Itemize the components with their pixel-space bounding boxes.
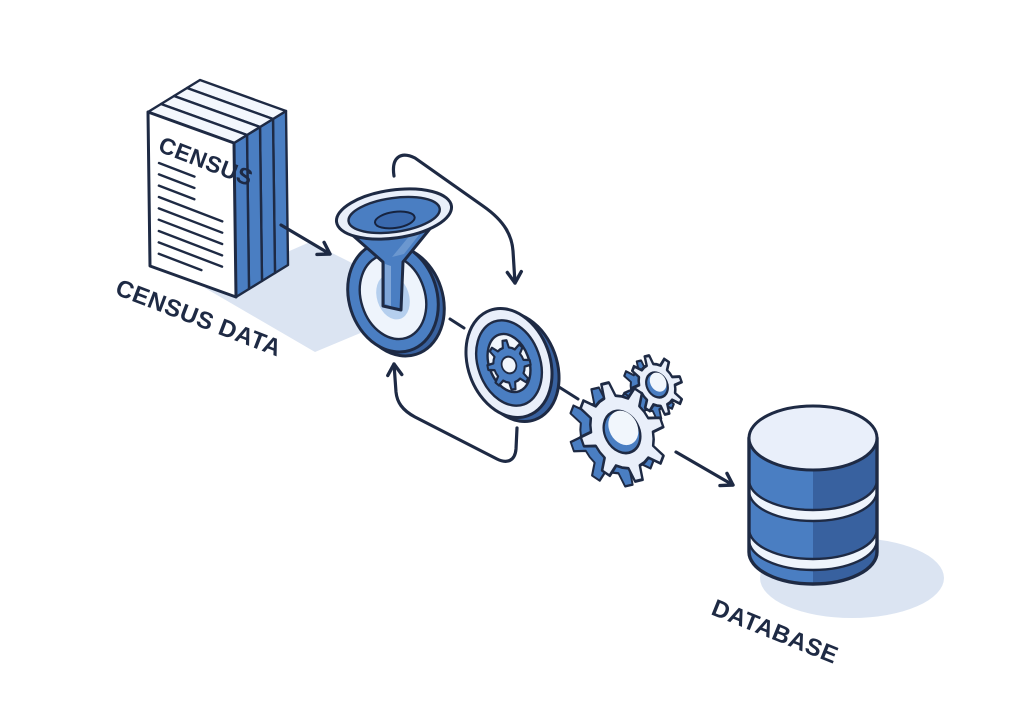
document-stack-icon: CENSUS	[146, 78, 290, 299]
curved-arrow-funnel-to-disc	[391, 153, 524, 285]
funnel-stem-highlight	[385, 264, 391, 306]
arrow-gears-to-database	[674, 450, 735, 488]
disc-gear	[486, 339, 532, 391]
funnel-rim	[334, 187, 454, 241]
curved-feedback-arrow-disc-to-funnel	[386, 362, 519, 463]
front-page	[146, 110, 238, 299]
dash-link	[557, 385, 580, 401]
gears-icon	[569, 354, 684, 488]
dash-link	[448, 317, 466, 330]
db-top	[747, 404, 879, 472]
db-outline	[747, 436, 879, 586]
disc-gear-icon	[464, 307, 561, 423]
large-gear	[579, 381, 665, 483]
small-gear	[630, 354, 684, 416]
arrow-docs-to-funnel	[279, 223, 332, 257]
document-text-lines	[157, 161, 224, 272]
funnel-icon	[334, 187, 454, 358]
database-cylinder-icon	[747, 404, 879, 586]
